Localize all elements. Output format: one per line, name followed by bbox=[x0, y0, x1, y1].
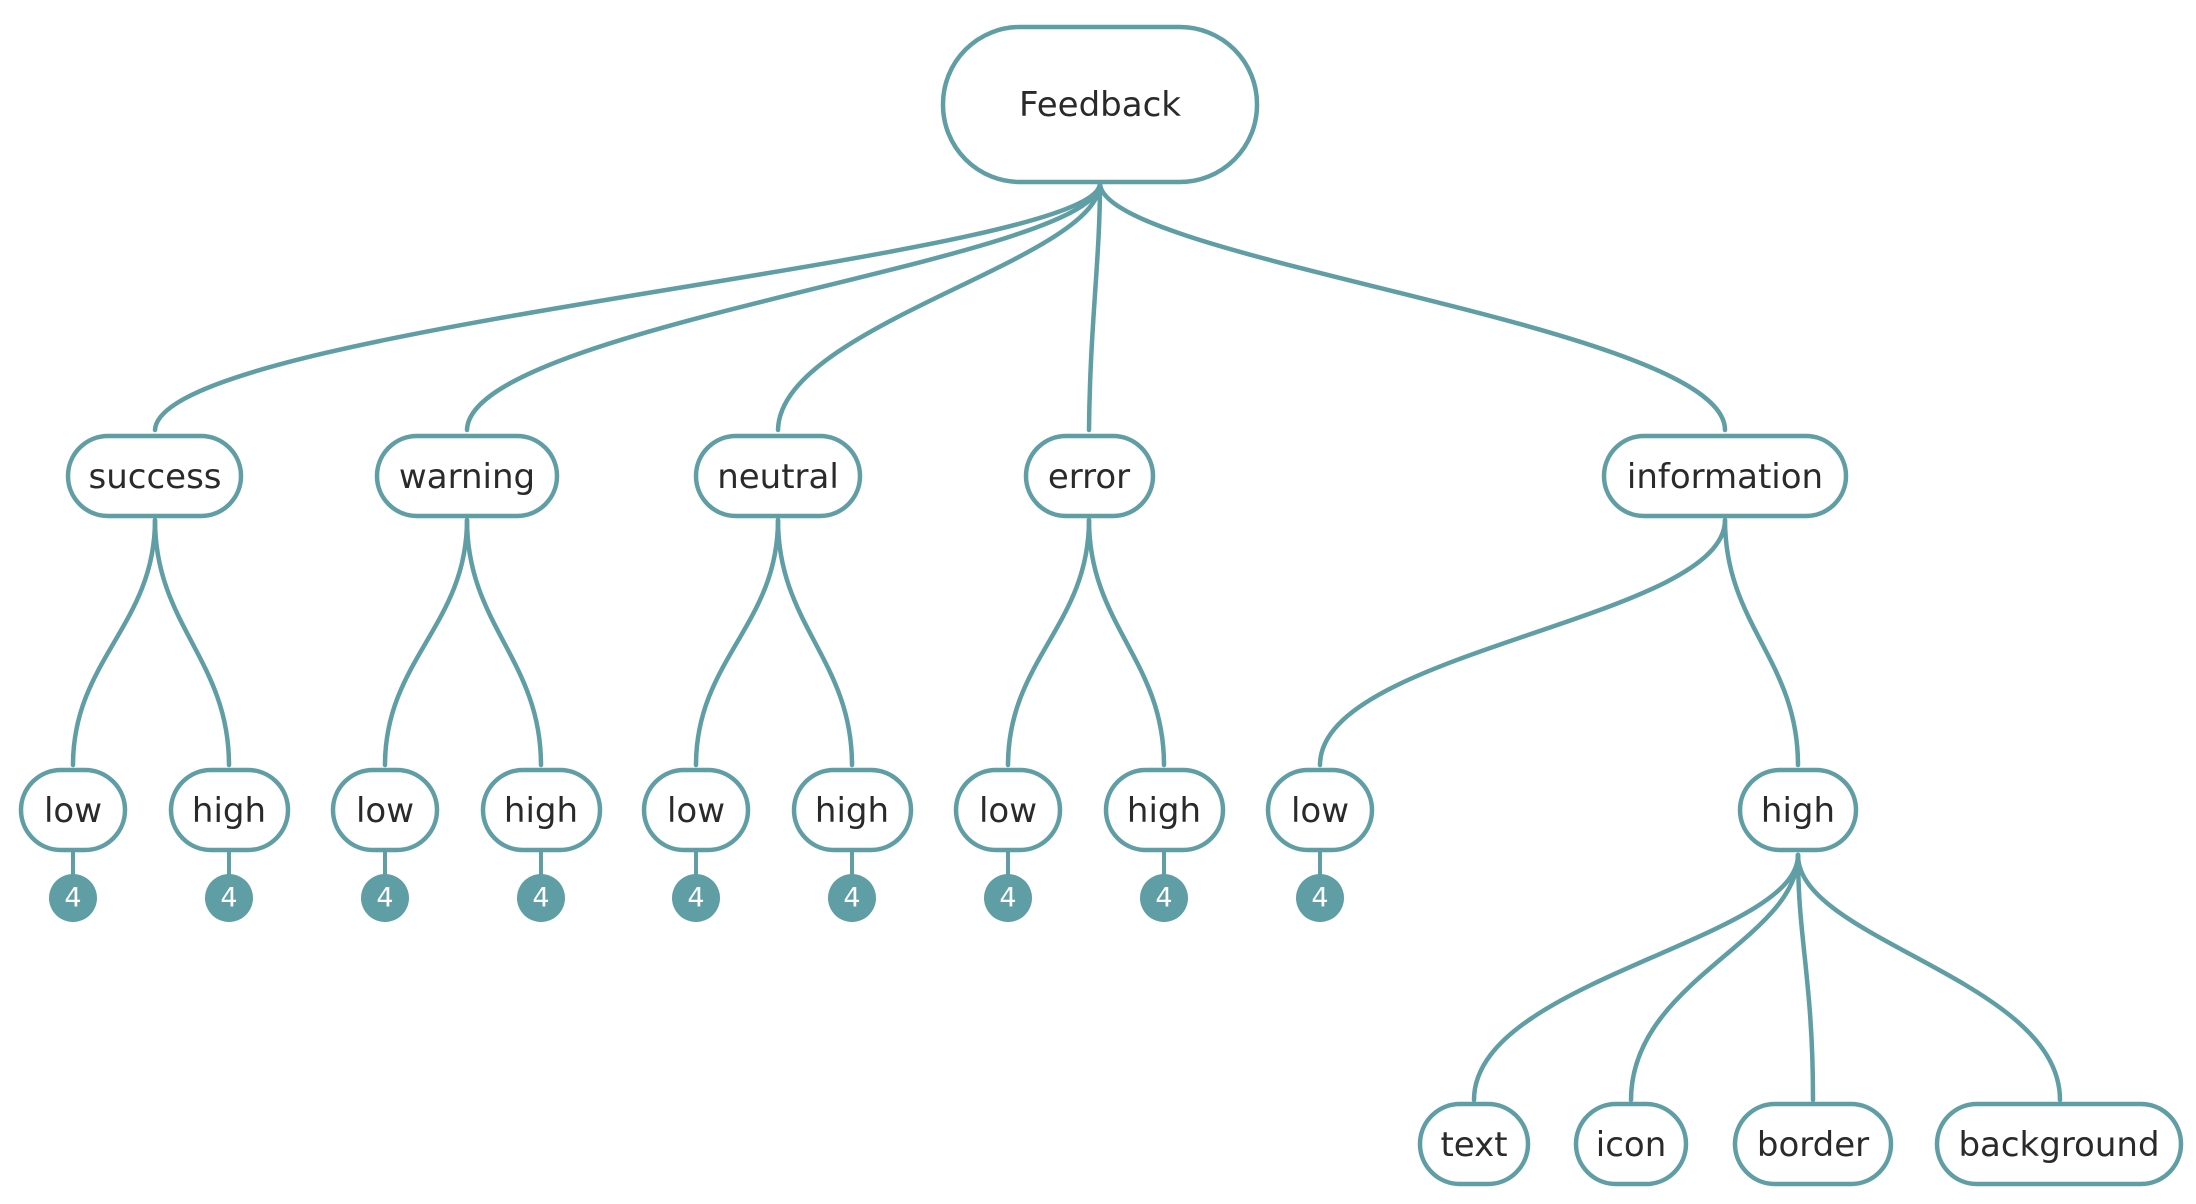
svg-text:low: low bbox=[44, 791, 102, 831]
node-neutral-low[interactable]: low bbox=[641, 767, 751, 853]
node-error-high[interactable]: high bbox=[1103, 767, 1226, 853]
node-error[interactable]: error bbox=[1023, 433, 1156, 519]
count-badge: 4 bbox=[1140, 850, 1188, 922]
svg-text:low: low bbox=[667, 791, 725, 831]
edge-high-border bbox=[1795, 852, 1816, 1103]
count-badge: 4 bbox=[517, 850, 565, 922]
svg-text:low: low bbox=[356, 791, 414, 831]
svg-text:warning: warning bbox=[399, 457, 535, 497]
edge-root-warning bbox=[464, 180, 1103, 433]
node-text[interactable]: text bbox=[1417, 1101, 1531, 1187]
svg-text:error: error bbox=[1048, 457, 1130, 497]
edge-high-icon bbox=[1628, 852, 1801, 1103]
svg-text:4: 4 bbox=[1311, 883, 1328, 914]
svg-text:high: high bbox=[1127, 791, 1201, 831]
node-neutral-high[interactable]: high bbox=[791, 767, 914, 853]
svg-text:4: 4 bbox=[220, 883, 237, 914]
node-success[interactable]: success bbox=[65, 433, 244, 519]
svg-text:4: 4 bbox=[687, 883, 704, 914]
svg-text:background: background bbox=[1958, 1125, 2159, 1165]
svg-text:text: text bbox=[1440, 1125, 1507, 1165]
count-badge: 4 bbox=[205, 850, 253, 922]
edge-root-success bbox=[152, 180, 1103, 433]
node-information-high[interactable]: high bbox=[1737, 767, 1859, 853]
badges: 4 4 4 4 4 4 4 bbox=[49, 850, 1344, 922]
svg-text:4: 4 bbox=[843, 883, 860, 914]
svg-text:4: 4 bbox=[64, 883, 81, 914]
count-badge: 4 bbox=[361, 850, 409, 922]
edge-error-high bbox=[1086, 517, 1167, 768]
edge-root-error bbox=[1086, 180, 1103, 433]
edge-success-low bbox=[70, 517, 158, 768]
count-badge: 4 bbox=[49, 850, 97, 922]
node-success-low[interactable]: low bbox=[18, 767, 128, 853]
svg-text:low: low bbox=[1291, 791, 1349, 831]
node-error-low[interactable]: low bbox=[953, 767, 1063, 853]
svg-text:low: low bbox=[979, 791, 1037, 831]
node-information-low[interactable]: low bbox=[1265, 767, 1375, 853]
edge-success-high bbox=[152, 517, 232, 768]
count-badge: 4 bbox=[828, 850, 876, 922]
svg-text:high: high bbox=[192, 791, 266, 831]
node-icon[interactable]: icon bbox=[1573, 1101, 1689, 1187]
node-information[interactable]: information bbox=[1601, 433, 1849, 519]
count-badge: 4 bbox=[672, 850, 720, 922]
edge-error-low bbox=[1005, 517, 1092, 768]
edge-information-high bbox=[1722, 517, 1801, 768]
root-node-feedback[interactable]: Feedback bbox=[940, 24, 1260, 185]
svg-text:success: success bbox=[89, 457, 222, 497]
svg-text:4: 4 bbox=[532, 883, 549, 914]
node-warning-high[interactable]: high bbox=[480, 767, 603, 853]
edge-high-text bbox=[1471, 852, 1801, 1103]
svg-text:information: information bbox=[1627, 457, 1823, 497]
svg-text:4: 4 bbox=[999, 883, 1016, 914]
svg-text:Feedback: Feedback bbox=[1019, 85, 1181, 125]
edge-information-low bbox=[1317, 517, 1728, 768]
edge-neutral-low bbox=[693, 517, 781, 768]
node-success-high[interactable]: high bbox=[168, 767, 291, 853]
svg-text:high: high bbox=[1761, 791, 1835, 831]
edge-root-information bbox=[1097, 180, 1728, 433]
svg-text:high: high bbox=[815, 791, 889, 831]
svg-text:4: 4 bbox=[376, 883, 393, 914]
svg-text:high: high bbox=[504, 791, 578, 831]
edges bbox=[70, 180, 2063, 1103]
node-warning-low[interactable]: low bbox=[330, 767, 440, 853]
svg-text:icon: icon bbox=[1596, 1125, 1667, 1165]
edge-warning-high bbox=[464, 517, 544, 768]
svg-text:4: 4 bbox=[1155, 883, 1172, 914]
count-badge: 4 bbox=[984, 850, 1032, 922]
edge-warning-low bbox=[382, 517, 470, 768]
node-background[interactable]: background bbox=[1934, 1101, 2184, 1187]
svg-text:neutral: neutral bbox=[717, 457, 839, 497]
edge-root-neutral bbox=[775, 180, 1103, 433]
node-warning[interactable]: warning bbox=[374, 433, 560, 519]
svg-text:border: border bbox=[1757, 1125, 1869, 1165]
node-border[interactable]: border bbox=[1732, 1101, 1894, 1187]
count-badge: 4 bbox=[1296, 850, 1344, 922]
node-neutral[interactable]: neutral bbox=[693, 433, 863, 519]
edge-neutral-high bbox=[775, 517, 855, 768]
edge-high-background bbox=[1795, 852, 2063, 1103]
